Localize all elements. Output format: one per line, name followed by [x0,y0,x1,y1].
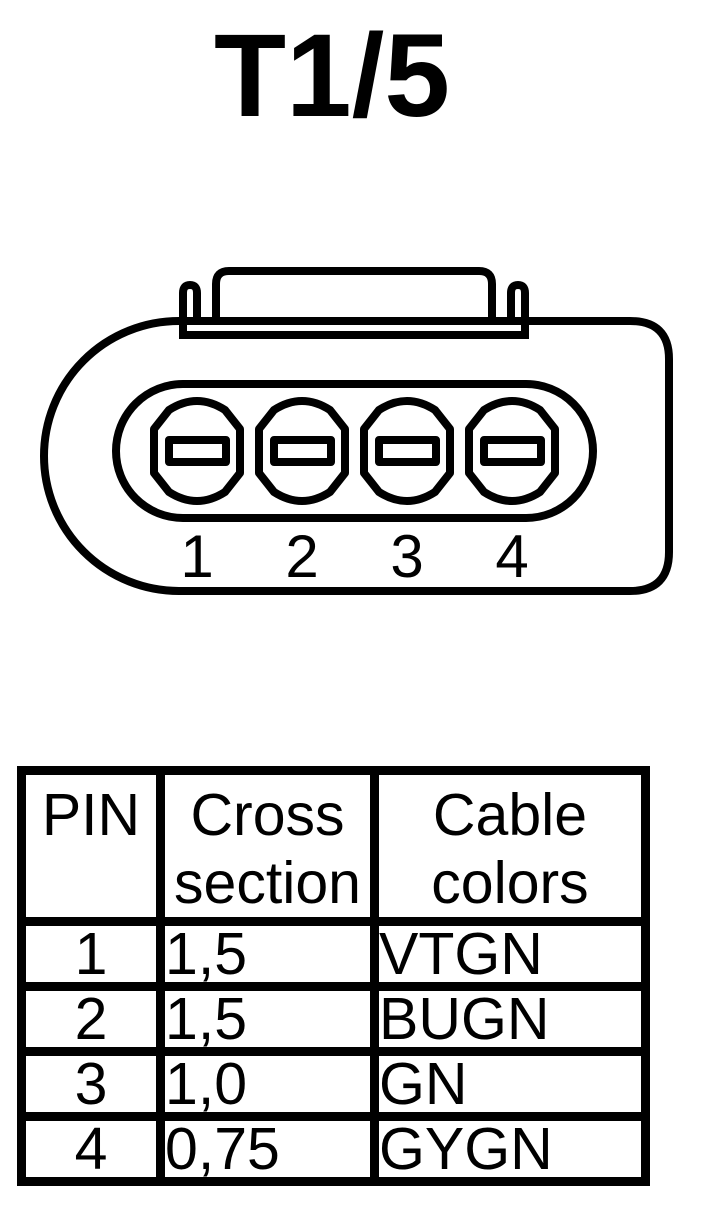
cross-section-cell: 1,0 [165,1056,379,1121]
latch-hook-right [507,280,529,339]
cross-section-cell: 1,5 [165,991,379,1056]
cross-section-cell: 0,75 [165,1121,379,1186]
page-title: T1/5 [214,10,450,142]
cross-section-cell: 1,5 [165,926,379,991]
pin-cavity-4 [465,397,559,505]
pin-cell: 3 [26,1056,165,1121]
connector-diagram: T1/5 [39,10,673,595]
pin-label-3: 3 [390,523,423,590]
pin-label-1: 1 [180,523,213,590]
table-header-row: PIN Cross section Cable colors [26,775,650,926]
latch-tab [212,267,496,325]
header-cable-colors: Cable colors [379,775,650,926]
pin-cell: 4 [26,1121,165,1186]
cable-colors-cell: VTGN [379,926,650,991]
pin-slot-3 [375,436,440,466]
cable-colors-cell: GYGN [379,1121,650,1186]
table-row-pin-4: 4 0,75 GYGN [26,1121,650,1186]
pin-cell: 1 [26,926,165,991]
pin-slot-2 [270,436,335,466]
connector: 1 2 3 4 [39,267,673,595]
latch-hook-left [179,280,201,339]
pin-cavity-3 [360,397,454,505]
cable-colors-cell: BUGN [379,991,650,1056]
pin-label-4: 4 [495,523,528,590]
pin-slot-4 [480,436,545,466]
pin-cavity-1 [150,397,244,505]
table-row-pin-3: 3 1,0 GN [26,1056,650,1121]
table-row-pin-2: 2 1,5 BUGN [26,991,650,1056]
table-row-pin-1: 1 1,5 VTGN [26,926,650,991]
pin-cavity-2 [255,397,349,505]
pinout-table: PIN Cross section Cable colors 1 1,5 VTG… [17,766,650,1186]
header-cross-section: Cross section [165,775,379,926]
pin-label-2: 2 [285,523,318,590]
pin-slot-1 [165,436,230,466]
header-pin: PIN [26,775,165,926]
pin-cell: 2 [26,991,165,1056]
cable-colors-cell: GN [379,1056,650,1121]
